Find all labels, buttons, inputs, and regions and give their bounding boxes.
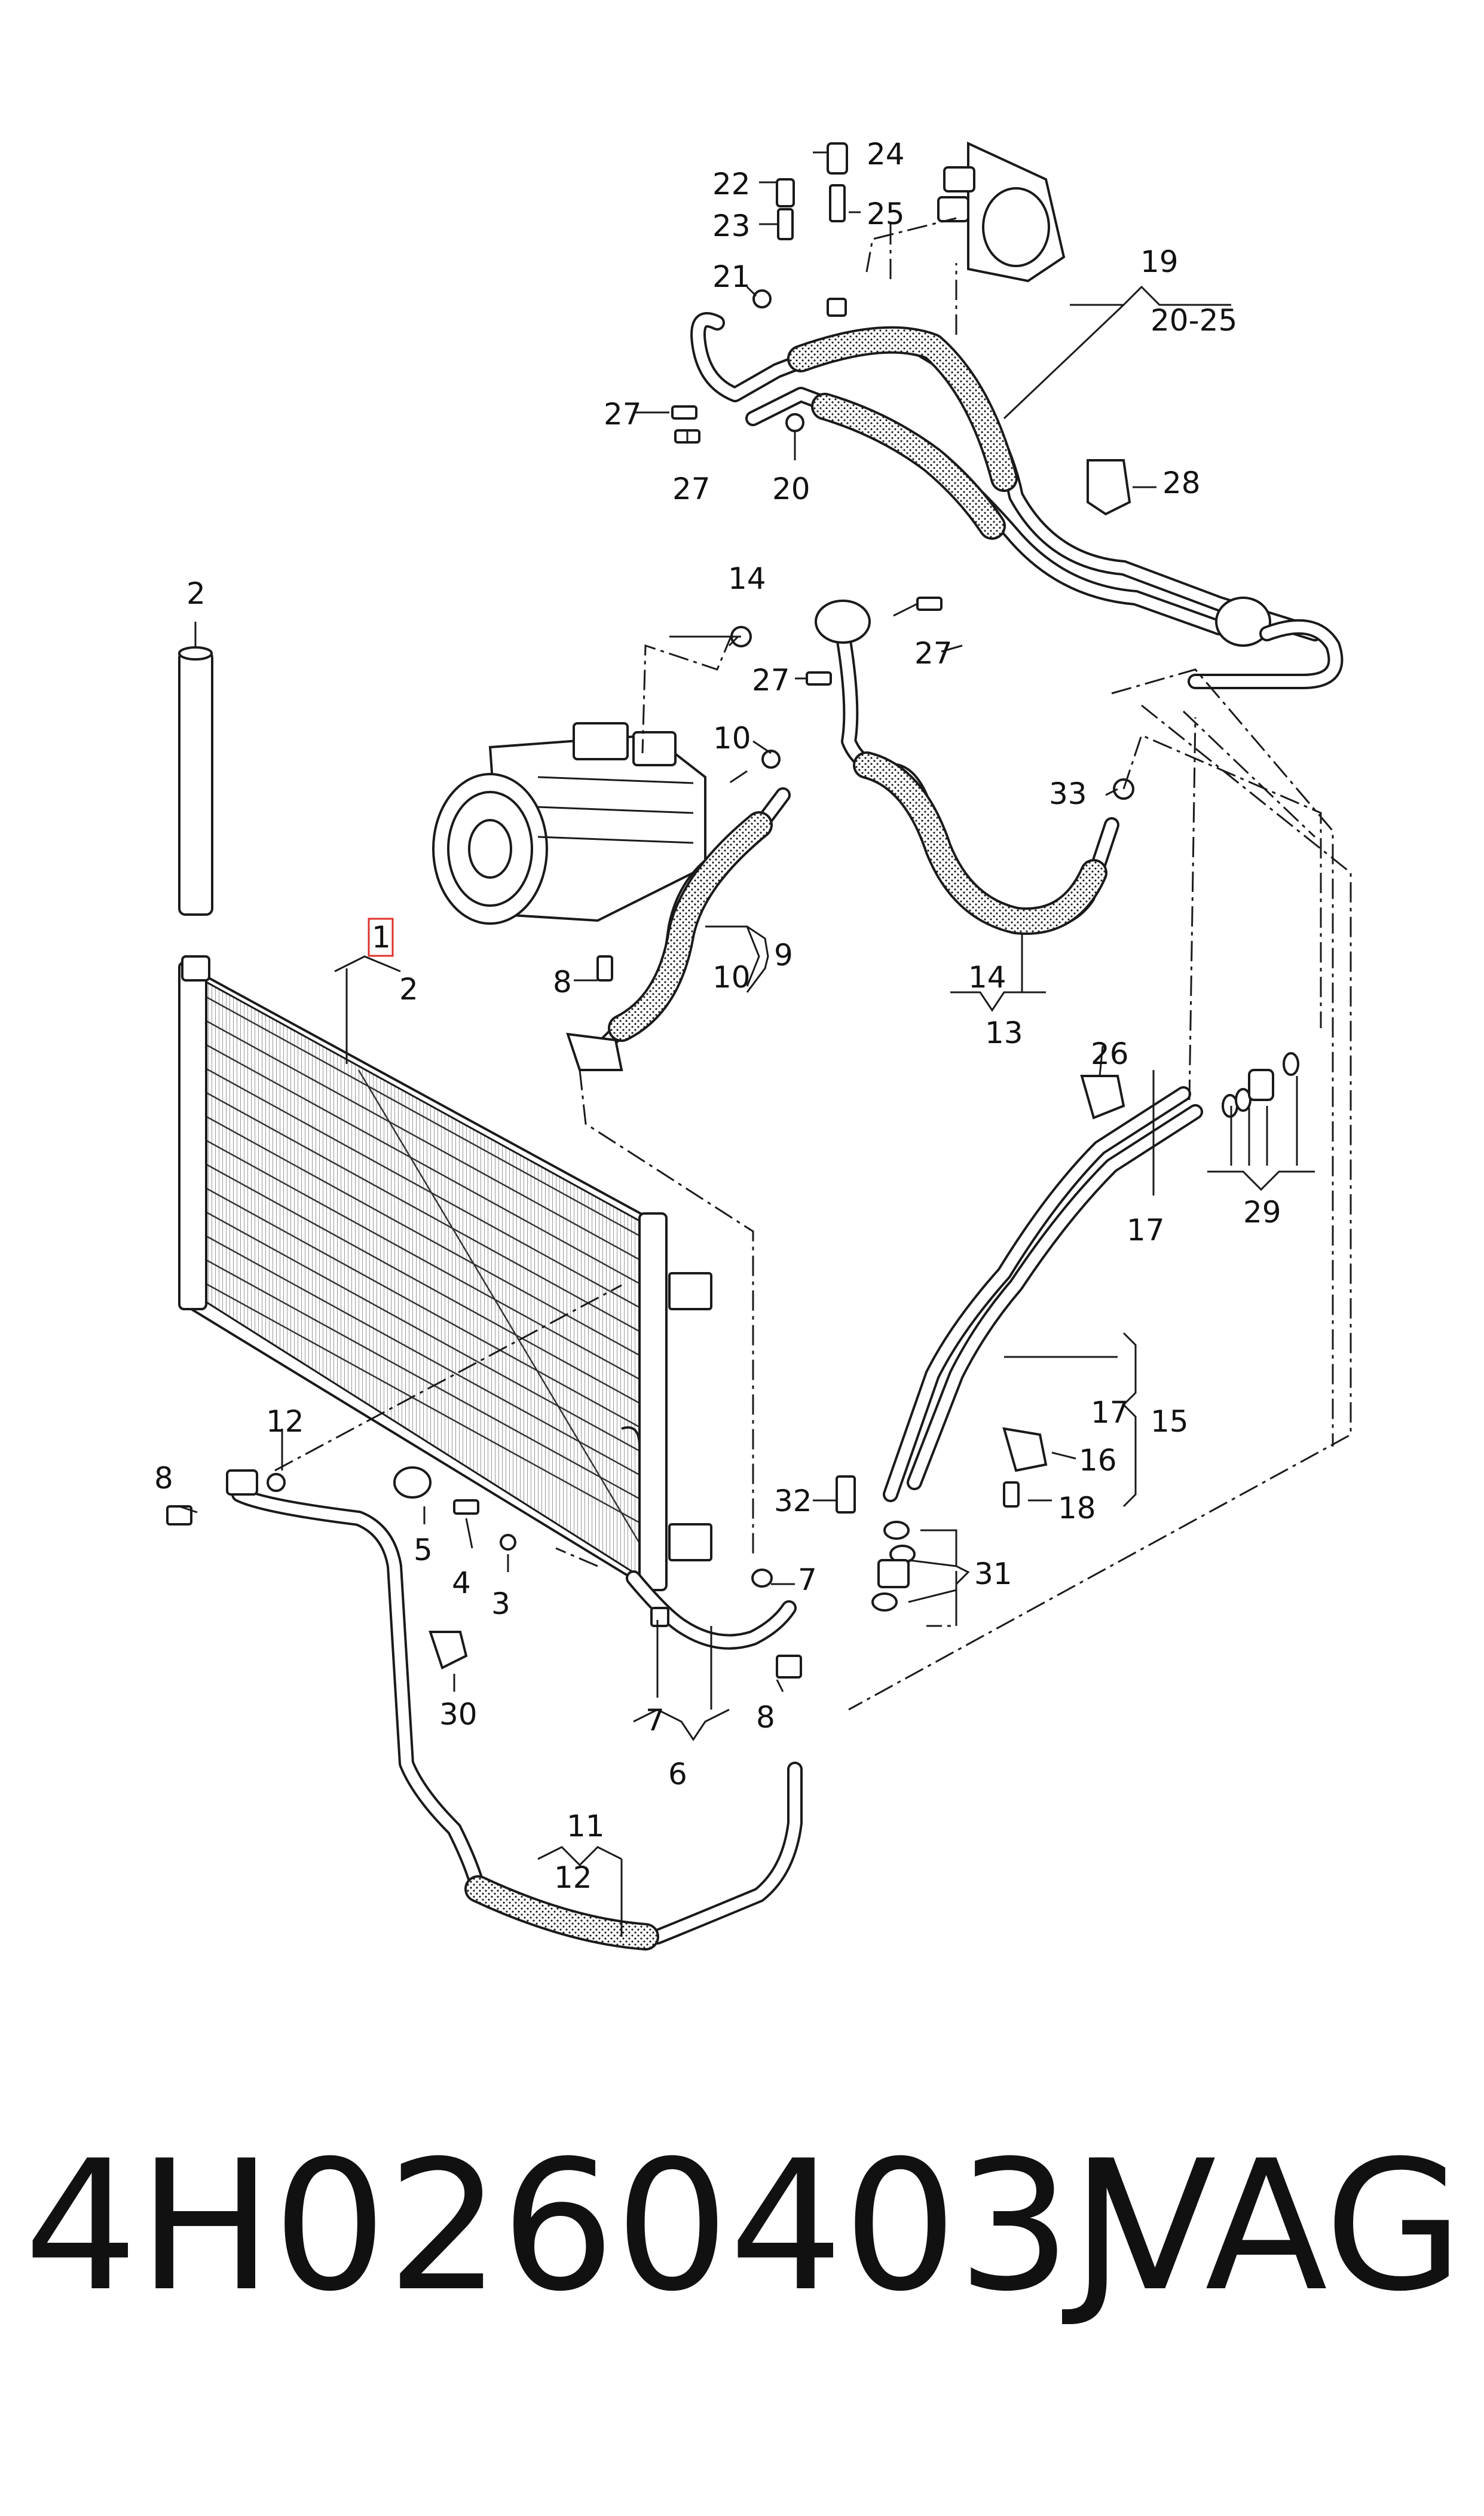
pipe-lines <box>231 312 1344 1951</box>
callout-3: 3 <box>491 1586 510 1621</box>
condenser-fins <box>203 994 644 1549</box>
callout-labels: 1 2 2 3 4 5 6 7 7 8 8 8 9 10 10 11 12 12… <box>154 137 1281 1895</box>
callout-17b: 17 <box>1091 1395 1129 1430</box>
callout-2-tube: 2 <box>186 576 206 611</box>
brand-name: VAG <box>1094 2122 1464 2331</box>
callout-22: 22 <box>712 167 751 201</box>
callout-20-25: 20-25 <box>1151 303 1237 338</box>
callout-31: 31 <box>974 1557 1012 1591</box>
callout-29: 29 <box>1243 1195 1281 1230</box>
callout-24: 24 <box>867 137 905 172</box>
leader-lines <box>179 151 1315 1937</box>
firewall-valve-block[interactable] <box>937 141 1066 283</box>
small-parts <box>166 142 1299 1679</box>
callout-20a: 20 <box>772 472 810 506</box>
callout-14b: 14 <box>968 960 1006 995</box>
callout-19: 19 <box>1140 244 1179 279</box>
callout-25: 25 <box>867 197 905 231</box>
callout-7a: 7 <box>645 1703 665 1738</box>
callout-28: 28 <box>1162 466 1201 500</box>
callout-8a: 8 <box>553 965 572 999</box>
callout-4: 4 <box>452 1566 471 1600</box>
dashed-connectors <box>274 217 1352 1711</box>
callout-12b: 12 <box>266 1404 304 1439</box>
callout-6: 6 <box>668 1757 687 1792</box>
part-number: 4H0260403J <box>24 2122 1125 2331</box>
callout-18: 18 <box>1058 1491 1096 1526</box>
callout-32: 32 <box>774 1484 812 1518</box>
callout-21: 21 <box>712 259 751 294</box>
callout-16: 16 <box>1079 1443 1117 1478</box>
callout-10b: 10 <box>712 960 751 995</box>
footer: 4H0260403J VAG <box>24 2122 1463 2331</box>
callout-2-sub: 2 <box>399 972 418 1007</box>
callout-17a: 17 <box>1127 1213 1165 1248</box>
callout-30: 30 <box>439 1697 478 1732</box>
callout-9: 9 <box>774 938 793 973</box>
condenser[interactable] <box>178 961 712 1592</box>
callout-5: 5 <box>414 1533 433 1567</box>
callout-23: 23 <box>712 209 751 243</box>
selected-part-highlight <box>368 918 394 957</box>
callout-8b: 8 <box>154 1461 173 1496</box>
callout-7b: 7 <box>798 1563 817 1597</box>
callout-27d: 27 <box>752 663 790 698</box>
callout-1: 1 <box>372 920 391 955</box>
callout-15: 15 <box>1151 1404 1189 1439</box>
callout-26: 26 <box>1091 1037 1129 1071</box>
ac-compressor[interactable] <box>432 722 706 925</box>
callout-27a: 27 <box>604 397 642 432</box>
callout-27c: 27 <box>914 636 953 671</box>
callout-8c: 8 <box>756 1700 775 1735</box>
callout-10a: 10 <box>713 721 751 756</box>
callout-12a: 12 <box>554 1860 592 1895</box>
callout-33: 33 <box>1049 776 1087 811</box>
callout-14a: 14 <box>728 561 766 596</box>
receiver-dryer-tube[interactable] <box>178 646 213 982</box>
callout-11: 11 <box>567 1809 605 1844</box>
callout-13: 13 <box>985 1016 1023 1050</box>
callout-27b: 27 <box>672 472 711 506</box>
